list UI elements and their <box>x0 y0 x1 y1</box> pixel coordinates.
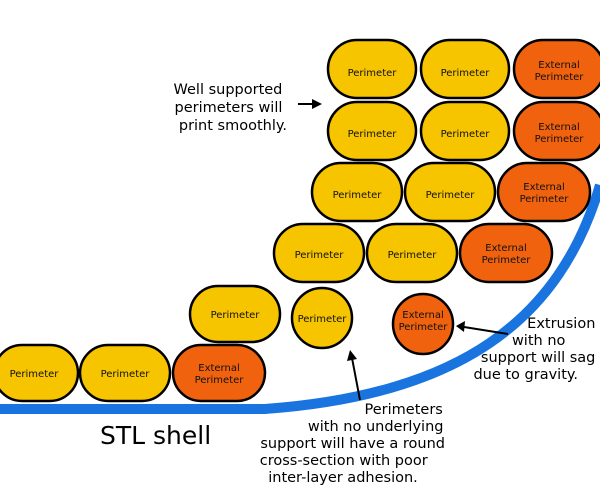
arrow-sag <box>456 321 509 335</box>
bead-label: External <box>198 363 240 374</box>
bead-row2-perimeter-2: Perimeter <box>419 100 511 162</box>
bead-shape <box>0 343 80 403</box>
row-4: Perimeter Perimeter External Perimeter <box>272 222 554 284</box>
bead-label: Perimeter <box>520 194 570 205</box>
arrow-shaft <box>463 326 509 335</box>
bead-shape <box>512 38 600 100</box>
bead-shape <box>365 222 459 284</box>
bead-shape <box>188 284 282 344</box>
bead-shape <box>272 222 366 284</box>
bead-label: Perimeter <box>195 375 245 386</box>
arrow-head <box>456 321 465 332</box>
bead-label: External <box>538 122 580 133</box>
bead-label: Perimeter <box>348 129 398 140</box>
row-6: Perimeter Perimeter External Perimeter <box>0 343 267 403</box>
bead-label: Perimeter <box>295 250 345 261</box>
bead-round-perimeter: Perimeter <box>290 286 354 350</box>
bead-row5-perimeter-1: Perimeter <box>188 284 282 344</box>
bead-label: Perimeter <box>298 314 348 325</box>
bead-row2-external: External Perimeter <box>512 100 600 162</box>
bead-row4-perimeter-2: Perimeter <box>365 222 459 284</box>
bead-shape <box>78 343 172 403</box>
bead-label: Perimeter <box>211 310 261 321</box>
row-1: Perimeter Perimeter External Perimeter <box>326 38 600 100</box>
arrow-head <box>312 99 322 109</box>
bead-row1-perimeter-1: Perimeter <box>326 38 418 100</box>
bead-row6-perimeter-1: Perimeter <box>0 343 80 403</box>
row-3: Perimeter Perimeter External Perimeter <box>310 161 592 223</box>
bead-label: External <box>485 243 527 254</box>
bead-label: Perimeter <box>333 190 383 201</box>
bead-label: Perimeter <box>101 369 151 380</box>
bead-label: External <box>538 60 580 71</box>
stl-shell-curve <box>0 183 600 414</box>
arrow-round <box>347 350 361 401</box>
bead-shape <box>171 343 267 403</box>
bead-row2-perimeter-1: Perimeter <box>326 100 418 162</box>
bead-label: Perimeter <box>348 68 398 79</box>
bead-row3-perimeter-2: Perimeter <box>403 161 497 223</box>
bead-label: Perimeter <box>399 322 449 333</box>
arrow-smooth <box>298 99 322 109</box>
annotation-sag: Extrusion with no support will sag due t… <box>473 316 600 383</box>
arrows <box>298 99 509 401</box>
bead-shape <box>419 100 511 162</box>
bead-shape <box>496 161 592 223</box>
bead-shape <box>512 100 600 162</box>
row-5: Perimeter <box>188 284 282 344</box>
unsupported-beads: Perimeter External Perimeter <box>290 286 455 356</box>
bead-round-external: External Perimeter <box>391 292 455 356</box>
bead-label: Perimeter <box>535 72 585 83</box>
bead-label: External <box>523 182 565 193</box>
bead-label: External <box>402 310 444 321</box>
bead-shape <box>310 161 404 223</box>
bead-shape <box>403 161 497 223</box>
bead-shape <box>326 38 418 100</box>
bead-shape <box>458 222 554 284</box>
stl-shell-label: STL shell <box>100 421 211 450</box>
bead-label: Perimeter <box>10 369 60 380</box>
bead-label: Perimeter <box>482 255 532 266</box>
bead-label: Perimeter <box>535 134 585 145</box>
bead-label: Perimeter <box>441 129 491 140</box>
bead-row4-perimeter-1: Perimeter <box>272 222 366 284</box>
row-2: Perimeter Perimeter External Perimeter <box>326 100 600 162</box>
arrow-head <box>347 350 357 361</box>
bead-row1-external: External Perimeter <box>512 38 600 100</box>
annotation-round-cross-section: Perimeters with no underlying support wi… <box>260 402 450 486</box>
bead-label: Perimeter <box>426 190 476 201</box>
bead-row3-perimeter-1: Perimeter <box>310 161 404 223</box>
annotation-well-supported: Well supported perimeters will print smo… <box>174 82 287 134</box>
bead-label: Perimeter <box>388 250 438 261</box>
arrow-shaft <box>351 357 361 401</box>
bead-row6-external: External Perimeter <box>171 343 267 403</box>
bead-row3-external: External Perimeter <box>496 161 592 223</box>
bead-row1-perimeter-2: Perimeter <box>419 38 511 100</box>
bead-label: Perimeter <box>441 68 491 79</box>
bead-shape <box>290 286 354 350</box>
bead-shape <box>391 292 455 356</box>
bead-row6-perimeter-2: Perimeter <box>78 343 172 403</box>
bead-row4-external: External Perimeter <box>458 222 554 284</box>
bead-shape <box>326 100 418 162</box>
bead-shape <box>419 38 511 100</box>
